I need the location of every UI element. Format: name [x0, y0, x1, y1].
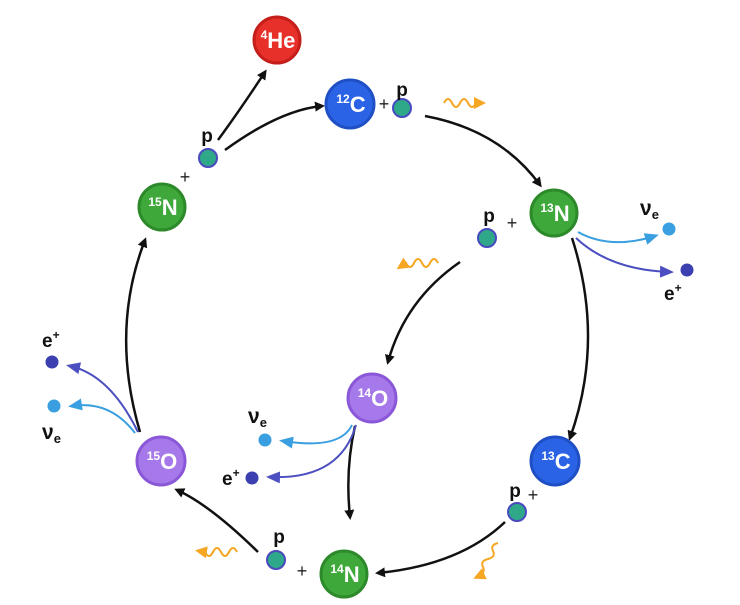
nucleus-o14: 14O — [346, 372, 398, 424]
gamma-ray-bottom-left — [195, 546, 238, 559]
arrow-o15-to-n15 — [124, 237, 148, 433]
nucleus-label: 12C — [336, 92, 365, 117]
mass-number: 15 — [147, 449, 161, 463]
arrow-n14-to-o15 — [174, 488, 259, 553]
positron-particle — [45, 355, 59, 369]
nucleus-circle — [252, 15, 302, 65]
nucleus-c12: 12C — [324, 78, 376, 130]
positron-label: e+ — [664, 281, 682, 305]
mass-number: 12 — [336, 92, 350, 106]
gamma-ray-top — [443, 97, 486, 109]
arrow-n13-to-c13 — [567, 237, 590, 441]
mass-number: 14 — [330, 562, 344, 576]
neutrino-label: νe — [248, 405, 267, 430]
positron-label: e+ — [222, 466, 240, 490]
n13-neutrino-arrow — [577, 231, 659, 245]
nucleus-label: 14N — [330, 562, 359, 587]
nucleus-c13: 13C — [529, 435, 581, 487]
proton — [198, 148, 218, 168]
proton-label: p — [483, 206, 495, 227]
nucleus-label: 15O — [147, 449, 177, 474]
plus-sign: + — [507, 213, 518, 233]
mass-number: 13 — [541, 449, 555, 463]
neutrino-label: νe — [42, 421, 61, 446]
nucleus-circle — [324, 78, 376, 130]
o15-positron-arrow — [66, 362, 139, 433]
proton-group: p + p + p + p + p + — [180, 80, 539, 581]
o15-neutrino-arrow — [68, 398, 136, 434]
nucleus-n13: 13N — [529, 188, 579, 238]
neutrino-particle — [662, 222, 676, 236]
nucleus-label: 13C — [541, 449, 570, 474]
nucleus-circle — [529, 435, 581, 487]
element-symbol: C — [350, 92, 366, 117]
proton-label: p — [396, 80, 408, 101]
arrow-n13-branch-to-o14 — [385, 260, 461, 365]
nucleus-label: 4He — [261, 28, 296, 53]
cycle-arrows — [124, 69, 590, 578]
proton — [392, 98, 412, 118]
arrow-c13-to-n14 — [375, 521, 506, 578]
proton-label: p — [509, 481, 521, 502]
proton — [266, 550, 286, 570]
proton — [507, 502, 527, 522]
element-symbol: O — [160, 449, 177, 474]
nucleus-circle — [529, 188, 579, 238]
element-symbol: C — [555, 449, 571, 474]
nucleus-label: 13N — [540, 201, 569, 226]
arrow-c12-to-n13 — [424, 114, 542, 188]
nucleus-o15: 15O — [135, 435, 187, 487]
positron-particle — [245, 471, 259, 485]
mass-number: 13 — [540, 201, 554, 215]
neutrino-particle — [47, 399, 61, 413]
nucleus-circle — [346, 372, 398, 424]
neutrino-label: νe — [640, 197, 659, 222]
nucleus-circle — [135, 435, 187, 487]
arrow-p-to-he4 — [216, 69, 267, 141]
element-symbol: N — [344, 562, 360, 587]
decay-arrows — [66, 231, 674, 484]
plus-sign: + — [528, 485, 539, 505]
nucleus-label: 14O — [358, 386, 388, 411]
o14-positron-arrow — [266, 424, 357, 484]
element-symbol: He — [267, 28, 295, 53]
proton — [477, 228, 497, 248]
element-symbol: O — [371, 386, 388, 411]
gamma-ray-middle — [396, 257, 439, 270]
gamma-ray-bottom-right — [473, 542, 499, 580]
mass-number: 4 — [261, 28, 268, 42]
plus-sign: + — [297, 561, 308, 581]
mass-number: 15 — [148, 195, 162, 209]
nucleus-n14: 14N — [319, 549, 369, 599]
nucleus-circle — [137, 182, 187, 232]
nucleus-he4: 4He — [252, 15, 302, 65]
neutrino-particle — [258, 433, 272, 447]
proton-label: p — [273, 527, 285, 548]
nucleus-n15: 15N — [137, 182, 187, 232]
positron-particle — [680, 263, 694, 277]
element-symbol: N — [162, 195, 178, 220]
nucleus-label: 15N — [148, 195, 177, 220]
leptons: νe e+ νe e+ e+ νe — [42, 197, 694, 490]
element-symbol: N — [554, 201, 570, 226]
nucleus-circle — [319, 549, 369, 599]
positron-label: e+ — [42, 328, 60, 352]
n13-positron-arrow — [575, 237, 674, 278]
proton-label: p — [201, 126, 213, 147]
plus-sign: + — [180, 167, 191, 187]
gamma-rays — [195, 97, 499, 580]
arrow-p-to-c12 — [224, 101, 325, 152]
mass-number: 14 — [358, 386, 372, 400]
plus-sign: + — [379, 94, 390, 114]
o14-neutrino-arrow — [279, 424, 353, 449]
